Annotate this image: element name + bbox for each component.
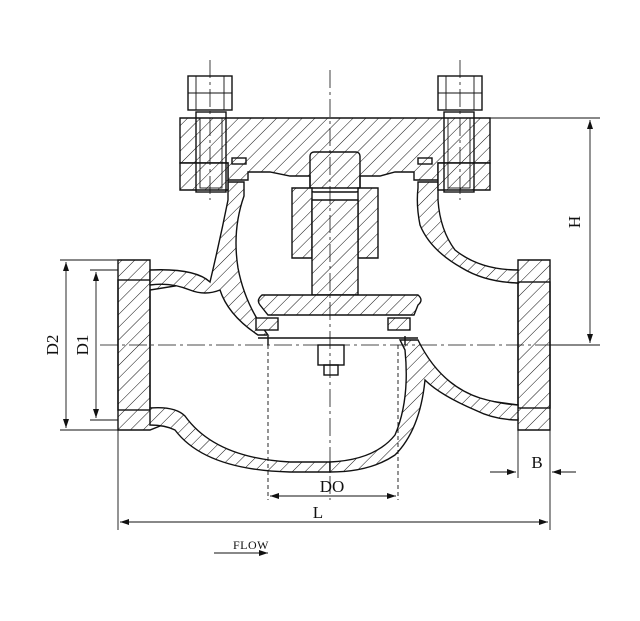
body-lower-right-wall bbox=[329, 339, 519, 473]
right-gasket bbox=[417, 157, 433, 165]
dim-do-label: DO bbox=[320, 477, 345, 496]
guide-sleeve-left bbox=[291, 187, 313, 259]
guide-bore bbox=[309, 151, 361, 193]
disc-seal-right bbox=[387, 317, 411, 331]
guide-sleeve-right bbox=[357, 187, 379, 259]
flow-indicator: FLOW bbox=[214, 538, 269, 556]
left-flange-lower bbox=[179, 162, 229, 191]
disc-nut bbox=[317, 344, 345, 366]
center-lines bbox=[100, 60, 560, 500]
body-upper-left-wall bbox=[149, 181, 270, 336]
dim-d1-label: D1 bbox=[73, 335, 92, 356]
right-flange-lower bbox=[437, 162, 491, 191]
dimensions: H D2 D1 DO L B bbox=[43, 117, 600, 530]
left-gasket bbox=[231, 157, 247, 165]
disc-assembly bbox=[255, 187, 422, 376]
right-bolt-shank bbox=[443, 111, 475, 193]
dim-l-label: L bbox=[313, 503, 323, 522]
flow-label: FLOW bbox=[233, 538, 269, 552]
bonnet bbox=[179, 75, 491, 193]
dim-b-label: B bbox=[531, 453, 542, 472]
disc bbox=[257, 294, 422, 316]
disc-stem bbox=[311, 199, 359, 296]
dim-h-label: H bbox=[565, 216, 584, 228]
dim-d2-label: D2 bbox=[43, 335, 62, 356]
disc-seal-left bbox=[255, 317, 279, 331]
left-bolt-shank bbox=[195, 111, 227, 193]
body-lower-left-wall bbox=[149, 406, 331, 473]
body-upper-right-wall bbox=[416, 181, 519, 284]
